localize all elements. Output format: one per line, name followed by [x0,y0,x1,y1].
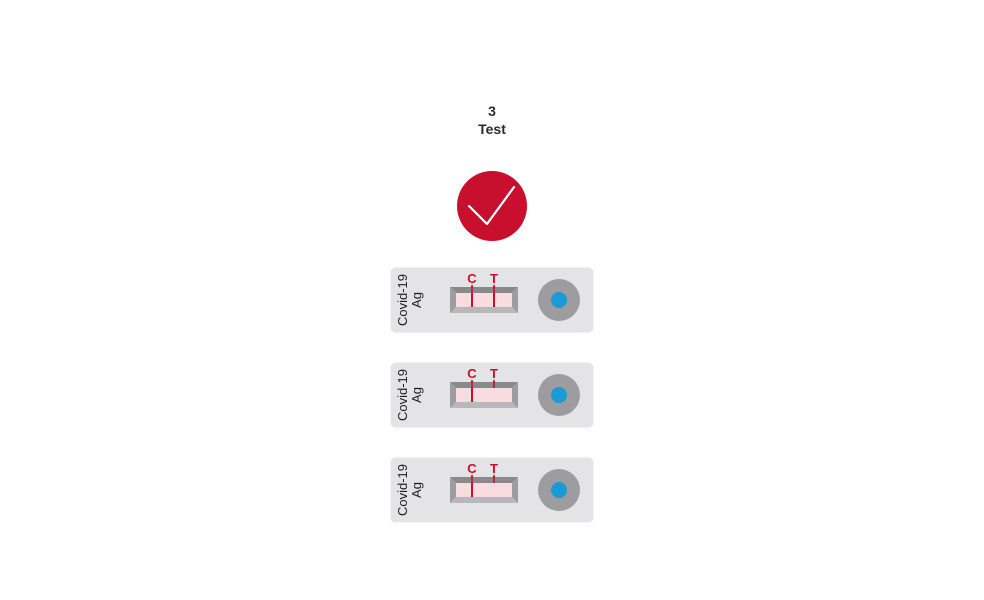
cassette-label-ag: Ag [409,292,424,308]
window-bevel-right [512,477,518,503]
test-line [493,293,495,307]
test-label: T [490,366,498,381]
cassette-label-covid: Covid-19 [395,369,410,421]
check-mark [467,185,516,226]
control-label: C [467,366,477,381]
step-number: 3 [488,103,496,119]
window-bevel-right [512,382,518,408]
control-label: C [467,271,477,286]
test-cassette-2: Covid-19 Ag C T [390,362,594,428]
test-strip [456,483,512,497]
test-strip [456,293,512,307]
cassette-label-ag: Ag [409,482,424,498]
cassette-label-ag: Ag [409,387,424,403]
test-cassette-1: Covid-19 Ag C T [390,267,594,333]
test-arrow-icon [492,379,496,383]
control-arrow-icon [470,474,474,478]
window-bevel-left [450,287,456,313]
window-bevel-top [450,382,518,388]
sample-drop [551,482,567,498]
window-bevel-right [512,287,518,313]
cassette-label-covid: Covid-19 [395,464,410,516]
control-arrow-icon [470,379,474,383]
window-bevel-bottom [450,402,518,408]
check-badge [456,170,528,242]
cassette-label-covid: Covid-19 [395,274,410,326]
check-icon [457,171,527,241]
step-header: 3 Test [0,102,984,138]
check-badge-circle [457,171,527,241]
window-bevel-left [450,382,456,408]
sample-drop [551,292,567,308]
test-label: T [490,461,498,476]
control-label: C [467,461,477,476]
window-bevel-bottom [450,497,518,503]
control-line [471,483,473,497]
control-line [471,293,473,307]
control-line [471,388,473,402]
control-arrow-stem [471,382,473,388]
sample-drop [551,387,567,403]
test-arrow-icon [492,284,496,288]
control-arrow-stem [471,477,473,483]
window-bevel-left [450,477,456,503]
step-title: Test [478,121,506,137]
control-arrow-icon [470,284,474,288]
control-arrow-stem [471,287,473,293]
test-arrow-stem [493,477,495,483]
test-label: T [490,271,498,286]
test-arrow-icon [492,474,496,478]
window-bevel-bottom [450,307,518,313]
test-cassette-3: Covid-19 Ag C T [390,457,594,523]
test-arrow-stem [493,382,495,388]
window-bevel-top [450,287,518,293]
window-bevel-top [450,477,518,483]
test-strip [456,388,512,402]
test-arrow-stem [493,287,495,293]
